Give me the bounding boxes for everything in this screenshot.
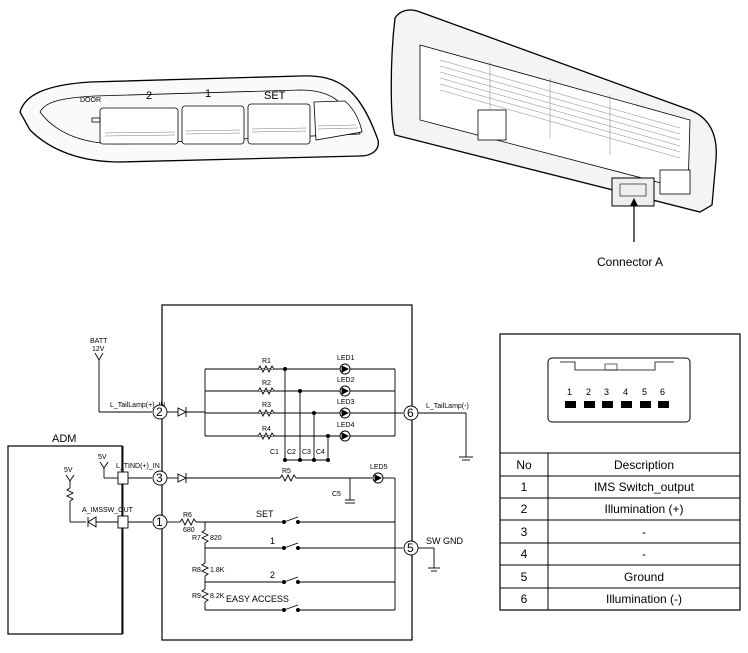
door-button-label: DOOR xyxy=(80,97,101,104)
led3-label: LED3 xyxy=(337,399,355,406)
adm-label: ADM xyxy=(52,433,76,445)
led5-label: LED5 xyxy=(370,464,388,471)
pin-6-label: 6 xyxy=(407,406,414,420)
connector-pin-6: 6 xyxy=(660,387,665,397)
pin-5-label: 5 xyxy=(407,541,414,555)
connector-table: 1 2 3 4 5 6 No Description 1 IMS Switch_… xyxy=(499,333,741,611)
switch-panel: DOOR 2 1 SET xyxy=(19,75,379,163)
r8-label: R8 xyxy=(192,567,201,574)
r4-label: R4 xyxy=(262,426,271,433)
r9-value: 8.2K xyxy=(210,593,225,600)
adm-box xyxy=(7,445,123,635)
r1-label: R1 xyxy=(262,358,271,365)
table-row-4-description: - xyxy=(642,547,646,561)
r7-value: 820 xyxy=(210,535,222,542)
easy-access-switch-label: EASY ACCESS xyxy=(226,594,289,604)
tail-in-net-label: L_TailLamp(+)_IN xyxy=(110,402,165,409)
imssw-out-net-label: A_IMSSW_OUT xyxy=(82,507,134,514)
connector-pin-4: 4 xyxy=(623,387,628,397)
memory-1-button-label: 1 xyxy=(205,88,211,100)
table-row-5-description: Ground xyxy=(624,570,664,584)
connector-pin-2: 2 xyxy=(586,387,591,397)
5v-left-label: 5V xyxy=(64,467,73,474)
table-row-4-no: 4 xyxy=(521,547,528,561)
c4-label: C4 xyxy=(316,449,325,456)
r6-value: 680 xyxy=(183,527,195,534)
connector-pin-1: 1 xyxy=(567,387,572,397)
switch-2-label: 2 xyxy=(270,570,275,580)
c5-label: C5 xyxy=(332,491,341,498)
r3-label: R3 xyxy=(262,402,271,409)
led1-label: LED1 xyxy=(337,355,355,362)
switch-rear-view: Connector A xyxy=(390,9,717,269)
tail-out-net-label: L_TailLamp(-) xyxy=(426,403,469,410)
r2-label: R2 xyxy=(262,380,271,387)
connector-pin-5: 5 xyxy=(642,387,647,397)
batt-voltage-label: 12V xyxy=(92,346,105,353)
table-row-3-description: - xyxy=(642,525,646,539)
c3-label: C3 xyxy=(302,449,311,456)
pin-2-label: 2 xyxy=(156,405,163,419)
c1-label: C1 xyxy=(270,449,279,456)
table-header-description: Description xyxy=(614,458,674,472)
table-row-5-no: 5 xyxy=(521,570,528,584)
table-row-2-no: 2 xyxy=(521,502,528,516)
r9-label: R9 xyxy=(192,593,201,600)
connector-face xyxy=(547,357,691,423)
memory-2-button-label: 2 xyxy=(146,90,152,102)
r7-label: R7 xyxy=(192,535,201,542)
set-button-label: SET xyxy=(264,90,286,102)
set-switch-label: SET xyxy=(256,509,274,519)
connector-a-label: Connector A xyxy=(597,255,663,269)
connector-pin-3: 3 xyxy=(604,387,609,397)
table-row-1-description: IMS Switch_output xyxy=(594,480,695,494)
tind-in-net-label: L_TIND(+)_IN xyxy=(116,463,160,470)
table-row-1-no: 1 xyxy=(521,480,528,494)
r5-label: R5 xyxy=(282,468,291,475)
c2-label: C2 xyxy=(287,449,296,456)
r8-value: 1.8K xyxy=(210,567,225,574)
table-row-6-description: Illumination (-) xyxy=(606,592,682,606)
table-row-6-no: 6 xyxy=(521,592,528,606)
table-row-3-no: 3 xyxy=(521,525,528,539)
led4-label: LED4 xyxy=(337,422,355,429)
5v-right-label: 5V xyxy=(98,454,107,461)
led2-label: LED2 xyxy=(337,377,355,384)
switch-1-label: 1 xyxy=(270,536,275,546)
table-header-no: No xyxy=(516,458,532,472)
pin-1-label: 1 xyxy=(156,515,163,529)
sw-gnd-net-label: SW GND xyxy=(426,536,463,546)
schematic: ADM BATT 12V L_TailLamp(+)_IN 2 R1 R2 xyxy=(7,304,473,641)
pin-3-label: 3 xyxy=(156,471,163,485)
batt-label: BATT xyxy=(90,338,108,345)
r6-label: R6 xyxy=(183,512,192,519)
table-row-2-description: Illumination (+) xyxy=(604,502,683,516)
